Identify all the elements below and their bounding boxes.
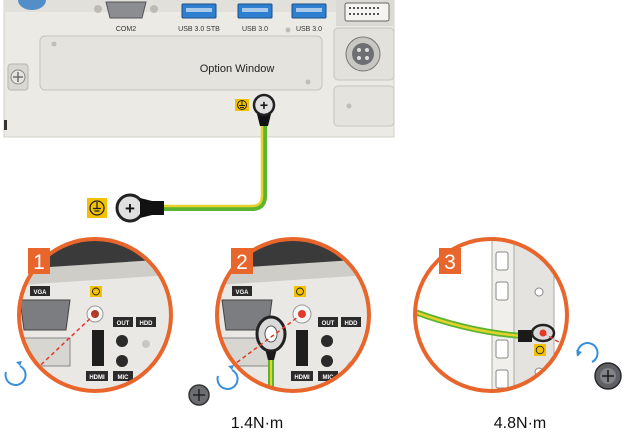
step-2-detail: VGA OUT HDD HDMI MIC [188,237,371,406]
usb-port [237,3,273,19]
port-label-vga: VGA [235,290,249,296]
svg-text:+: + [260,97,268,113]
ground-symbol-icon [235,99,249,111]
panel-screw-icon [7,63,29,91]
power-connector [333,27,395,81]
option-window-label: Option Window [200,63,275,75]
cable-lug-icon: + [115,193,164,223]
step-number: 1 [33,251,45,274]
port-label-mic: MIC [323,375,335,381]
rotate-arrow-icon [576,342,599,363]
port-label-hdd: HDD [140,321,154,327]
step-number: 2 [236,251,248,274]
com2-port [94,1,158,19]
port-label-hdd: HDD [345,321,359,327]
port-label-hdmi: HDMI [89,375,105,381]
torque-label-step-2: 1.4N·m [231,415,283,432]
port-label-com2: COM2 [116,26,136,33]
port-label-out: OUT [117,321,130,327]
port-label-usb-stb: USB 3.0 STB [178,26,220,33]
screw-icon [594,362,622,390]
panel-plate [333,85,395,127]
device-rear-panel: COM2 USB 3.0 STB USB 3.0 USB 3.0 Option … [3,0,395,138]
option-window-cover [39,27,323,91]
dvi-port [336,0,394,26]
rotate-arrow-icon [4,361,27,386]
svg-text:+: + [125,199,135,218]
usb-port [181,3,217,19]
ground-cable [160,124,267,211]
rotate-arrow-icon [216,365,239,390]
torque-label-step-3: 4.8N·m [494,415,546,432]
port-label-hdmi: HDMI [294,375,310,381]
port-label-vga: VGA [33,290,47,296]
port-label-out: OUT [322,321,335,327]
screw-icon [188,384,210,406]
port-label-usb: USB 3.0 [242,26,268,33]
port-label-usb: USB 3.0 [296,26,322,33]
usb-port [291,3,327,19]
port-label-mic: MIC [118,375,130,381]
step-1-detail: VGA OUT HDD HDMI MIC 1 [4,237,173,393]
step-3-detail: 3 [413,237,622,393]
ground-symbol-icon [87,198,107,218]
step-number: 3 [444,251,456,274]
cable-lug-icon: + [252,93,276,126]
